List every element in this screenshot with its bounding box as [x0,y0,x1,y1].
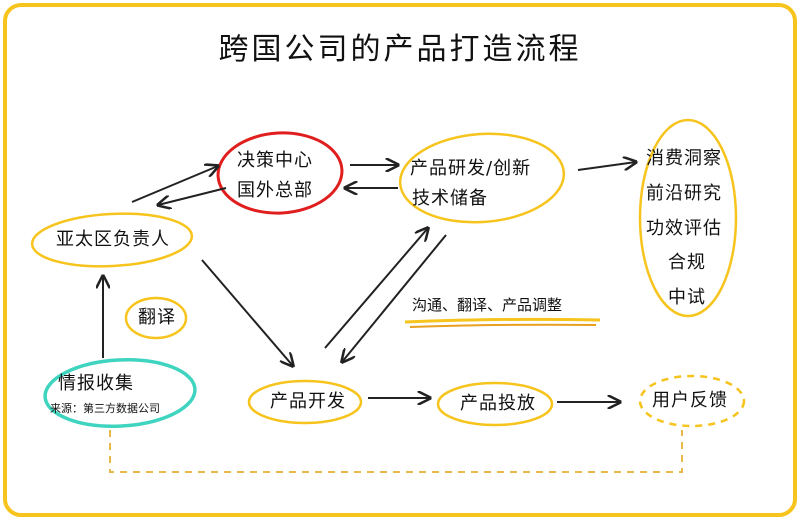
research-item-5: 中试 [668,287,706,308]
annotation-underline [404,317,601,324]
research-item-2: 前沿研究 [646,183,722,204]
decision-center-label-1: 决策中心 [237,150,313,171]
arrow-apac-to-dev [201,259,293,366]
rd-label-2: 技术储备 [412,188,488,209]
page-title: 跨国公司的产品打造流程 [218,32,582,67]
intel-subtitle: 来源：第三方数据公司 [50,402,160,415]
dev-label: 产品开发 [270,391,346,412]
rd-label-1: 产品研发/创新 [410,158,532,179]
feedback-ellipse [638,374,746,428]
launch-label: 产品投放 [460,393,536,414]
annotation-underline-2 [409,323,597,328]
arrow-rd-to-dev [342,234,447,362]
annotation-text: 沟通、翻译、产品调整 [412,296,563,314]
apac-ellipse [30,212,194,268]
rd-ellipse [398,132,566,224]
translate-label: 翻译 [138,307,176,328]
apac-label: 亚太区负责人 [56,229,170,250]
translate-ellipse [124,296,188,340]
feedback-label: 用户反馈 [652,390,728,411]
intel-title: 情报收集 [58,373,134,394]
decision-center-ellipse [216,131,344,215]
launch-ellipse [436,381,554,427]
arrow-apac-to-decision [131,166,218,203]
intel-ellipse [43,358,197,428]
research-item-3: 功效评估 [646,218,722,239]
research-item-1: 消费洞察 [646,148,722,169]
arrow-decision-to-apac [158,187,227,205]
dev-ellipse [247,379,363,425]
arrow-rd-to-research [577,162,636,171]
decision-center-label-2: 国外总部 [237,180,313,201]
consumer-research-ellipse [638,118,738,318]
feedback-loop-dashed [109,430,683,473]
research-item-4: 合规 [668,252,706,273]
arrow-dev-to-rd [324,228,428,349]
